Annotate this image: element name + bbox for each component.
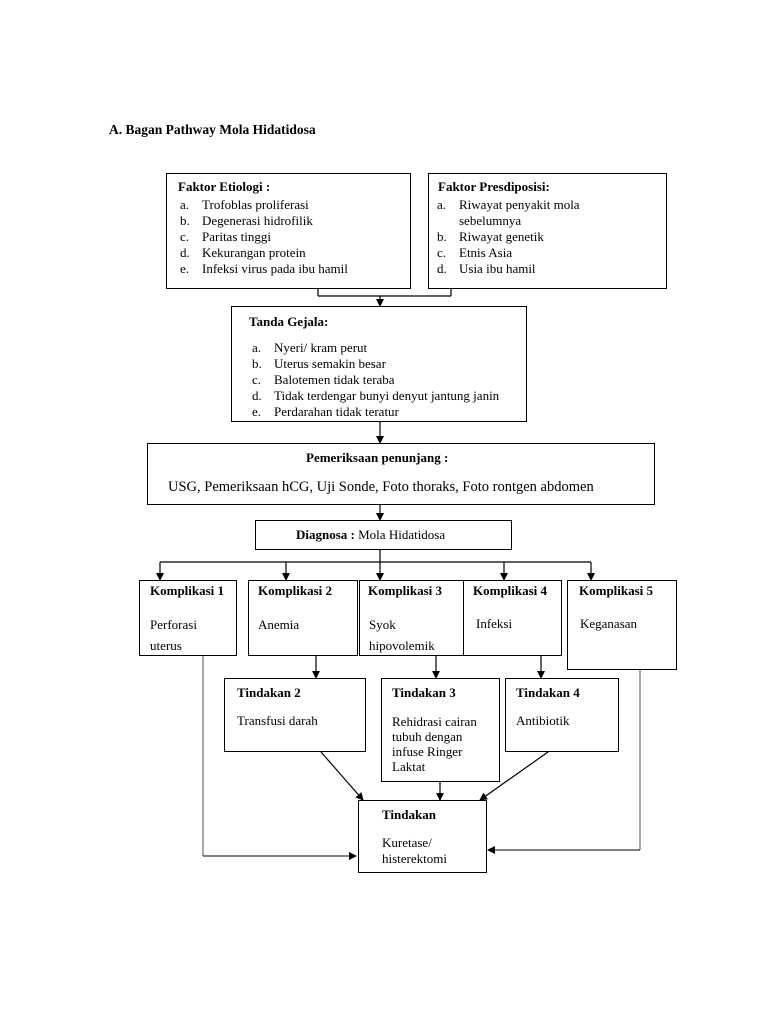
gejala-item-text: Perdarahan tidak teratur	[274, 404, 399, 419]
gejala-item-marker: a.	[252, 340, 262, 355]
predisposisi-item-text: Riwayat genetik	[459, 229, 544, 244]
komplikasi-3-box: Komplikasi 3 Syok hipovolemik	[359, 580, 464, 656]
komplikasi-4-box: Komplikasi 4 Infeksi	[463, 580, 562, 656]
predisposisi-item-marker: a.	[437, 197, 447, 212]
etiologi-list: a. Trofoblas proliferasi b. Degenerasi hidr…	[180, 197, 348, 277]
tindakan-3-line4: Laktat	[392, 759, 426, 774]
tindakan-2-box: Tindakan 2 Transfusi darah	[224, 678, 366, 752]
predisposisi-item: a. Riwayat penyakit mola	[437, 197, 580, 213]
predisposisi-item-text: Riwayat penyakit mola	[459, 197, 580, 212]
diagnosa-text: Diagnosa : Mola Hidatidosa	[296, 527, 445, 543]
komplikasi-2-line1: Anemia	[258, 617, 300, 632]
penunjang-box: Pemeriksaan penunjang : USG, Pemeriksaan…	[147, 443, 655, 505]
tindakan-4-line1: Antibiotik	[516, 713, 570, 728]
komplikasi-3-title: Komplikasi 3	[368, 583, 443, 598]
etiologi-item-text: Paritas tinggi	[202, 229, 271, 244]
gejala-item: e. Perdarahan tidak teratur	[252, 404, 499, 420]
komplikasi-1-box: Komplikasi 1 Perforasi uterus	[139, 580, 237, 656]
gejala-heading: Tanda Gejala:	[249, 314, 329, 329]
tindakan-3-line1: Rehidrasi cairan	[392, 714, 477, 729]
etiologi-item-marker: e.	[180, 261, 190, 276]
predisposisi-item-marker: b.	[437, 229, 447, 244]
tindakan-3-title: Tindakan 3	[392, 685, 456, 700]
tindakan-final-line2: histerektomi	[382, 851, 447, 866]
etiologi-box: Faktor Etiologi : a. Trofoblas proliferas…	[166, 173, 411, 289]
komplikasi-3-line1: Syok	[369, 617, 396, 632]
komplikasi-5-box: Komplikasi 5 Keganasan	[567, 580, 677, 670]
etiologi-item-marker: a.	[180, 197, 190, 212]
tindakan-4-box: Tindakan 4 Antibiotik	[505, 678, 619, 752]
etiologi-item: a. Trofoblas proliferasi	[180, 197, 348, 213]
tindakan-final-box: Tindakan Kuretase/ histerektomi	[358, 800, 487, 873]
gejala-item-text: Uterus semakin besar	[274, 356, 386, 371]
diagnosa-value: Mola Hidatidosa	[354, 527, 446, 542]
etiologi-item-marker: d.	[180, 245, 190, 260]
gejala-item: d. Tidak terdengar bunyi denyut jantung j…	[252, 388, 499, 404]
predisposisi-heading: Faktor Presdiposisi:	[438, 179, 550, 194]
etiologi-item-marker: c.	[180, 229, 190, 244]
gejala-item: a. Nyeri/ kram perut	[252, 340, 499, 356]
gejala-item: b. Uterus semakin besar	[252, 356, 499, 372]
predisposisi-item: sebelumnya	[437, 213, 580, 229]
komplikasi-3-line2: hipovolemik	[369, 638, 435, 653]
tindakan-3-line2: tubuh dengan	[392, 729, 463, 744]
predisposisi-box: Faktor Presdiposisi: a. Riwayat penyakit …	[428, 173, 667, 289]
penunjang-heading: Pemeriksaan penunjang :	[306, 450, 449, 465]
komplikasi-5-line1: Keganasan	[580, 616, 638, 631]
tindakan-2-title: Tindakan 2	[237, 685, 301, 700]
predisposisi-item-marker: c.	[437, 245, 447, 260]
predisposisi-item-marker: d.	[437, 261, 447, 276]
tindakan-3-line3: infuse Ringer	[392, 744, 463, 759]
gejala-item-marker: d.	[252, 388, 262, 403]
etiologi-item: b. Degenerasi hidrofilik	[180, 213, 348, 229]
gejala-item-marker: c.	[252, 372, 262, 387]
gejala-item-text: Balotemen tidak teraba	[274, 372, 395, 387]
diagnosa-box: Diagnosa : Mola Hidatidosa	[255, 520, 512, 550]
gejala-item: c. Balotemen tidak teraba	[252, 372, 499, 388]
etiologi-item-text: Infeksi virus pada ibu hamil	[202, 261, 348, 276]
page-title: A. Bagan Pathway Mola Hidatidosa	[109, 122, 316, 137]
tindakan-4-title: Tindakan 4	[516, 685, 580, 700]
komplikasi-2-box: Komplikasi 2 Anemia	[248, 580, 358, 656]
tindakan-2-line1: Transfusi darah	[237, 713, 318, 728]
komplikasi-1-title: Komplikasi 1	[150, 583, 225, 598]
komplikasi-1-line1: Perforasi	[150, 617, 197, 632]
etiologi-item-text: Degenerasi hidrofilik	[202, 213, 313, 228]
etiologi-item-text: Trofoblas proliferasi	[202, 197, 309, 212]
tindakan-final-title: Tindakan	[382, 807, 436, 822]
komplikasi-2-title: Komplikasi 2	[258, 583, 333, 598]
etiologi-heading: Faktor Etiologi :	[178, 179, 271, 194]
predisposisi-item: c. Etnis Asia	[437, 245, 580, 261]
gejala-item-text: Tidak terdengar bunyi denyut jantung jan…	[274, 388, 500, 403]
komplikasi-1-line2: uterus	[150, 638, 182, 653]
komplikasi-4-title: Komplikasi 4	[473, 583, 548, 598]
komplikasi-4-line1: Infeksi	[476, 616, 513, 631]
gejala-item-marker: b.	[252, 356, 262, 371]
etiologi-item-marker: b.	[180, 213, 190, 228]
gejala-box: Tanda Gejala: a. Nyeri/ kram perut b. Uteru…	[231, 306, 527, 422]
etiologi-item: d. Kekurangan protein	[180, 245, 348, 261]
predisposisi-item: d. Usia ibu hamil	[437, 261, 580, 277]
predisposisi-item-text: Usia ibu hamil	[459, 261, 536, 276]
predisposisi-item-text: sebelumnya	[459, 213, 522, 228]
tindakan-final-line1: Kuretase/	[382, 835, 432, 850]
gejala-item-text: Nyeri/ kram perut	[274, 340, 368, 355]
etiologi-item-text: Kekurangan protein	[202, 245, 306, 260]
etiologi-item: c. Paritas tinggi	[180, 229, 348, 245]
predisposisi-item: b. Riwayat genetik	[437, 229, 580, 245]
tindakan-3-box: Tindakan 3 Rehidrasi cairan tubuh dengan…	[381, 678, 500, 782]
diagnosa-label: Diagnosa :	[296, 527, 355, 542]
komplikasi-5-title: Komplikasi 5	[579, 583, 654, 598]
penunjang-text: USG, Pemeriksaan hCG, Uji Sonde, Foto th…	[168, 479, 594, 495]
predisposisi-item-text: Etnis Asia	[459, 245, 513, 260]
gejala-item-marker: e.	[252, 404, 262, 419]
gejala-list: a. Nyeri/ kram perut b. Uterus semakin besa…	[252, 340, 499, 420]
etiologi-item: e. Infeksi virus pada ibu hamil	[180, 261, 348, 277]
